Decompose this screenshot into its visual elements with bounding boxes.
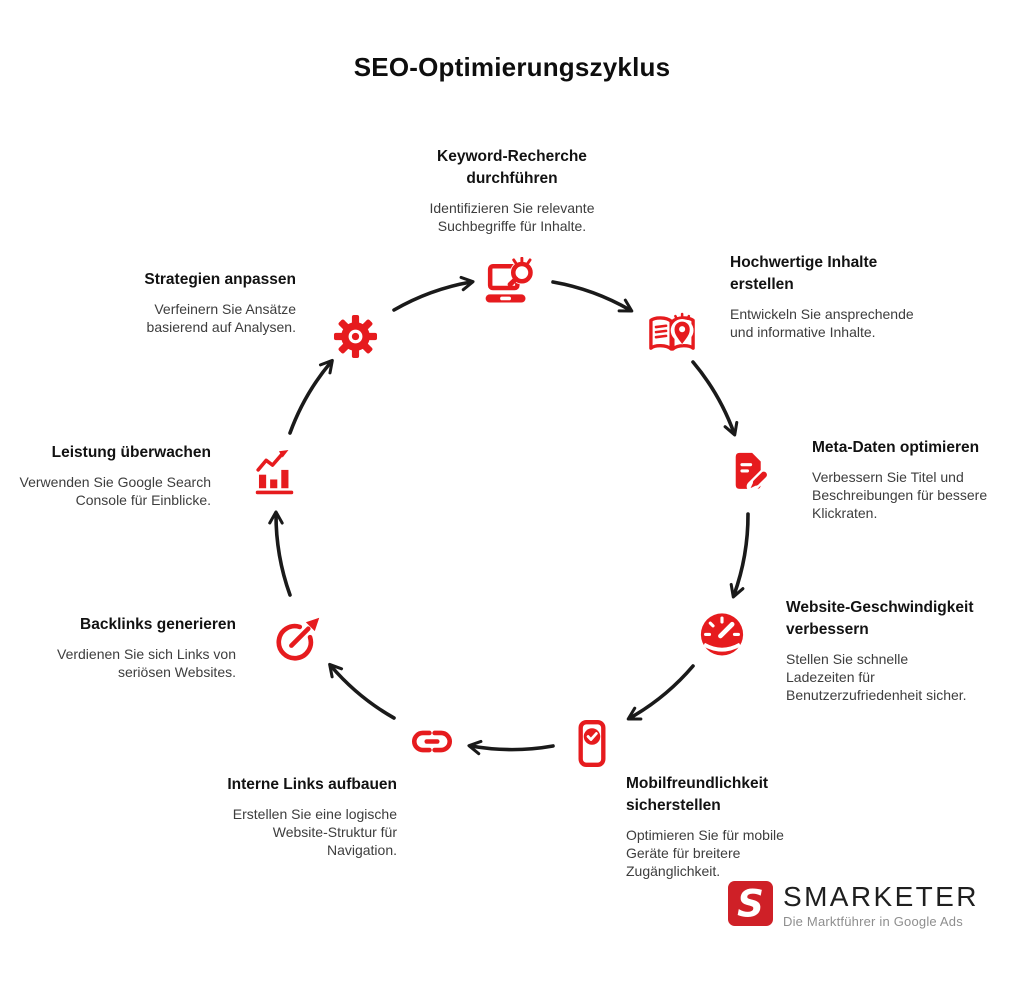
step-description: Verfeinern Sie Ansätze basierend auf Ana…	[146, 301, 296, 336]
speedometer-icon	[697, 611, 747, 661]
step-meta-daten: Meta-Daten optimieren Verbessern Sie Tit…	[812, 437, 1017, 523]
step-title: Interne Links aufbauen	[227, 776, 397, 793]
step-description: Optimieren Sie für mobile Geräte für bre…	[626, 827, 784, 880]
arrow-mobil-to-links	[467, 739, 555, 756]
step-description: Entwickeln Sie ansprechende und informat…	[730, 306, 914, 341]
chain-link-icon	[411, 728, 453, 755]
mobile-check-icon	[578, 720, 606, 767]
external-link-circle-icon	[272, 611, 326, 665]
step-title: Keyword-Recherche durchführen	[437, 148, 587, 187]
arrow-strategien-to-keyword	[392, 275, 475, 312]
step-mobilfreundlichkeit: Mobilfreundlichkeit sicherstellen Optimi…	[626, 773, 856, 881]
arrow-speed-to-mobil	[626, 664, 695, 721]
step-leistung: Leistung überwachen Verwenden Sie Google…	[0, 442, 211, 509]
step-strategien: Strategien anpassen Verfeinern Sie Ansät…	[66, 269, 296, 336]
step-title: Hochwertige Inhalte erstellen	[730, 254, 878, 293]
step-keyword-recherche: Keyword-Recherche durchführen Identifizi…	[362, 146, 662, 235]
logo-name: SMARKETER	[783, 881, 979, 912]
book-idea-pin-icon	[645, 310, 699, 361]
step-website-geschwindigkeit: Website-Geschwindigkeit verbessern Stell…	[786, 597, 1018, 705]
arrow-links-to-backlinks	[328, 662, 396, 720]
arrow-leistung-to-strategien	[288, 358, 334, 435]
arrow-inhalte-to-meta	[691, 360, 739, 437]
bar-chart-growth-icon	[251, 446, 302, 497]
logo-s-mark-icon: S	[728, 881, 773, 926]
step-title: Backlinks generieren	[80, 616, 236, 633]
gear-icon	[330, 311, 381, 362]
step-description: Identifizieren Sie relevante Suchbegriff…	[429, 200, 595, 235]
step-title: Website-Geschwindigkeit verbessern	[786, 599, 974, 638]
arrow-backlinks-to-leistung	[268, 510, 292, 597]
step-title: Meta-Daten optimieren	[812, 439, 980, 456]
arrow-keyword-to-inhalte	[551, 280, 634, 313]
arrow-meta-to-speed	[729, 512, 750, 599]
step-description: Erstellen Sie eine logische Website-Stru…	[232, 806, 397, 859]
step-backlinks: Backlinks generieren Verdienen Sie sich …	[6, 614, 236, 681]
laptop-search-icon	[482, 256, 540, 310]
step-title: Leistung überwachen	[51, 444, 211, 461]
step-hochwertige-inhalte: Hochwertige Inhalte erstellen Entwickeln…	[730, 252, 960, 341]
step-interne-links: Interne Links aufbauen Erstellen Sie ein…	[167, 774, 397, 860]
step-description: Verwenden Sie Google Search Console für …	[19, 474, 211, 509]
step-description: Verbessern Sie Titel und Beschreibungen …	[812, 469, 988, 522]
step-title: Strategien anpassen	[144, 271, 296, 288]
logo: S SMARKETER Die Marktführer in Google Ad…	[727, 881, 979, 929]
page-title: SEO-Optimierungszyklus	[353, 52, 671, 82]
document-edit-icon	[724, 448, 774, 500]
logo-tagline: Die Marktführer in Google Ads	[783, 914, 963, 929]
step-description: Stellen Sie schnelle Ladezeiten für Benu…	[786, 651, 967, 704]
svg-text:S: S	[737, 882, 764, 925]
step-title: Mobilfreundlichkeit sicherstellen	[626, 775, 769, 814]
step-description: Verdienen Sie sich Links von seriösen We…	[57, 646, 236, 681]
